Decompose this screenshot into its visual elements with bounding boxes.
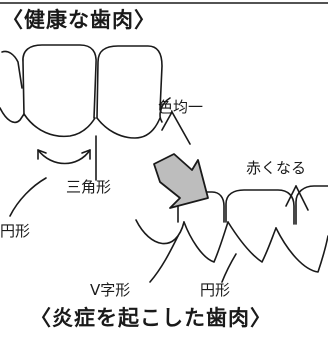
inflamed-gum-title: 〈炎症を起こした歯肉〉 [30,306,272,330]
transition-arrow [153,153,209,209]
healthy-tooth-center [22,44,97,119]
inflamed-tooth-c [295,185,328,225]
uniform-color-pointer-b [171,111,191,145]
turns-red-label: 赤くなる [246,159,307,177]
inflamed-gumline-a [135,219,185,245]
arc-left-label: 円形 [0,222,31,240]
arc-bottom-pointer [221,253,237,283]
triangle-label: 三角形 [66,178,112,196]
papilla-arc-arrow [37,149,91,165]
inflamed-gumline [135,219,328,273]
inflamed-tooth-b [225,189,295,225]
arc-bottom-label: 円形 [200,281,231,299]
red-pointer-a [285,185,297,207]
papilla-arc-head-left [37,149,47,160]
healthy-gumline-middle [23,113,96,138]
healthy-gumline-left [0,107,25,124]
red-pointer-b [295,185,309,211]
healthy-neighbor-tooth [159,97,171,123]
inflamed-gumline-b [183,221,229,263]
inflamed-gumline-d [275,227,328,273]
inflamed-gumline-c [227,221,277,263]
healthy-tooth-right [96,45,163,119]
healthy-gumline [0,107,161,139]
healthy-gum-title: 〈健康な歯肉〉 [2,8,156,32]
healthy-gumline-right [96,117,161,139]
v-shape-label: V字形 [90,281,131,299]
uniform-color-label: 色均一 [158,98,204,116]
arc-left-pointer [9,177,47,217]
papilla-arc-head-right [81,149,91,160]
healthy-teeth [1,44,163,119]
v-shape-pointer [149,235,179,283]
uniform-color-pointer-a [161,111,173,131]
healthy-tooth-left [1,50,23,89]
